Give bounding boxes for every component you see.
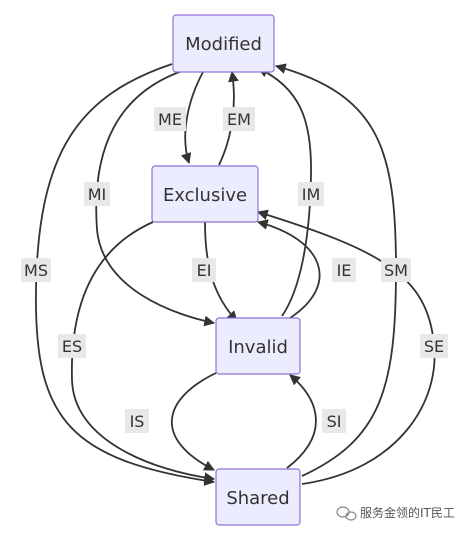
- edge-label-mi-text: MI: [88, 185, 107, 204]
- watermark-text: 服务金领的IT民工: [360, 505, 455, 520]
- edge-label-ie-text: IE: [337, 261, 352, 280]
- edge-modified-to-shared: [35, 63, 216, 486]
- node-modified: Modified: [172, 14, 275, 73]
- watermark: 服务金领的IT民工: [336, 505, 455, 521]
- edge-invalid-to-modified: [257, 67, 312, 317]
- edge-label-em-text: EM: [227, 110, 251, 129]
- node-shared-label: Shared: [226, 488, 289, 509]
- node-exclusive: Exclusive: [151, 165, 259, 223]
- edge-invalid-to-shared: [171, 372, 217, 471]
- node-invalid-label: Invalid: [228, 337, 288, 358]
- edge-labels: ME EM MI IM MS SM EI IE: [21, 107, 448, 433]
- edge-label-me-text: ME: [158, 110, 182, 129]
- node-invalid: Invalid: [215, 317, 301, 375]
- edge-label-im-text: IM: [302, 185, 321, 204]
- edge-label-ms-text: MS: [24, 261, 48, 280]
- edge-exclusive-to-shared: [70, 221, 216, 483]
- edge-label-sm: SM: [381, 258, 411, 282]
- edge-label-ei-text: EI: [197, 261, 212, 280]
- edge-label-is: IS: [125, 409, 149, 433]
- wechat-icon: [336, 506, 357, 521]
- edge-label-im: IM: [298, 182, 324, 206]
- edge-label-is-text: IS: [130, 412, 145, 431]
- edge-shared-to-invalid: [286, 374, 317, 469]
- edge-label-mi: MI: [84, 182, 110, 206]
- edge-label-ei: EI: [192, 258, 216, 282]
- edge-label-ie: IE: [332, 258, 356, 282]
- edge-invalid-to-exclusive: [256, 219, 321, 319]
- edge-label-sm-text: SM: [384, 261, 408, 280]
- edge-label-si-text: SI: [327, 412, 342, 431]
- edge-label-se-text: SE: [424, 337, 444, 356]
- edge-label-se: SE: [420, 334, 448, 358]
- edge-modified-to-invalid: [95, 69, 216, 327]
- node-shared: Shared: [215, 468, 301, 526]
- edge-label-es-text: ES: [62, 337, 82, 356]
- edge-label-em: EM: [223, 107, 255, 131]
- edge-label-si: SI: [322, 409, 346, 433]
- node-modified-label: Modified: [185, 34, 262, 55]
- edge-label-es: ES: [58, 334, 86, 358]
- edge-label-ms: MS: [21, 258, 51, 282]
- edge-modified-to-exclusive: [180, 71, 204, 165]
- node-exclusive-label: Exclusive: [163, 185, 247, 206]
- edge-label-me: ME: [154, 107, 186, 131]
